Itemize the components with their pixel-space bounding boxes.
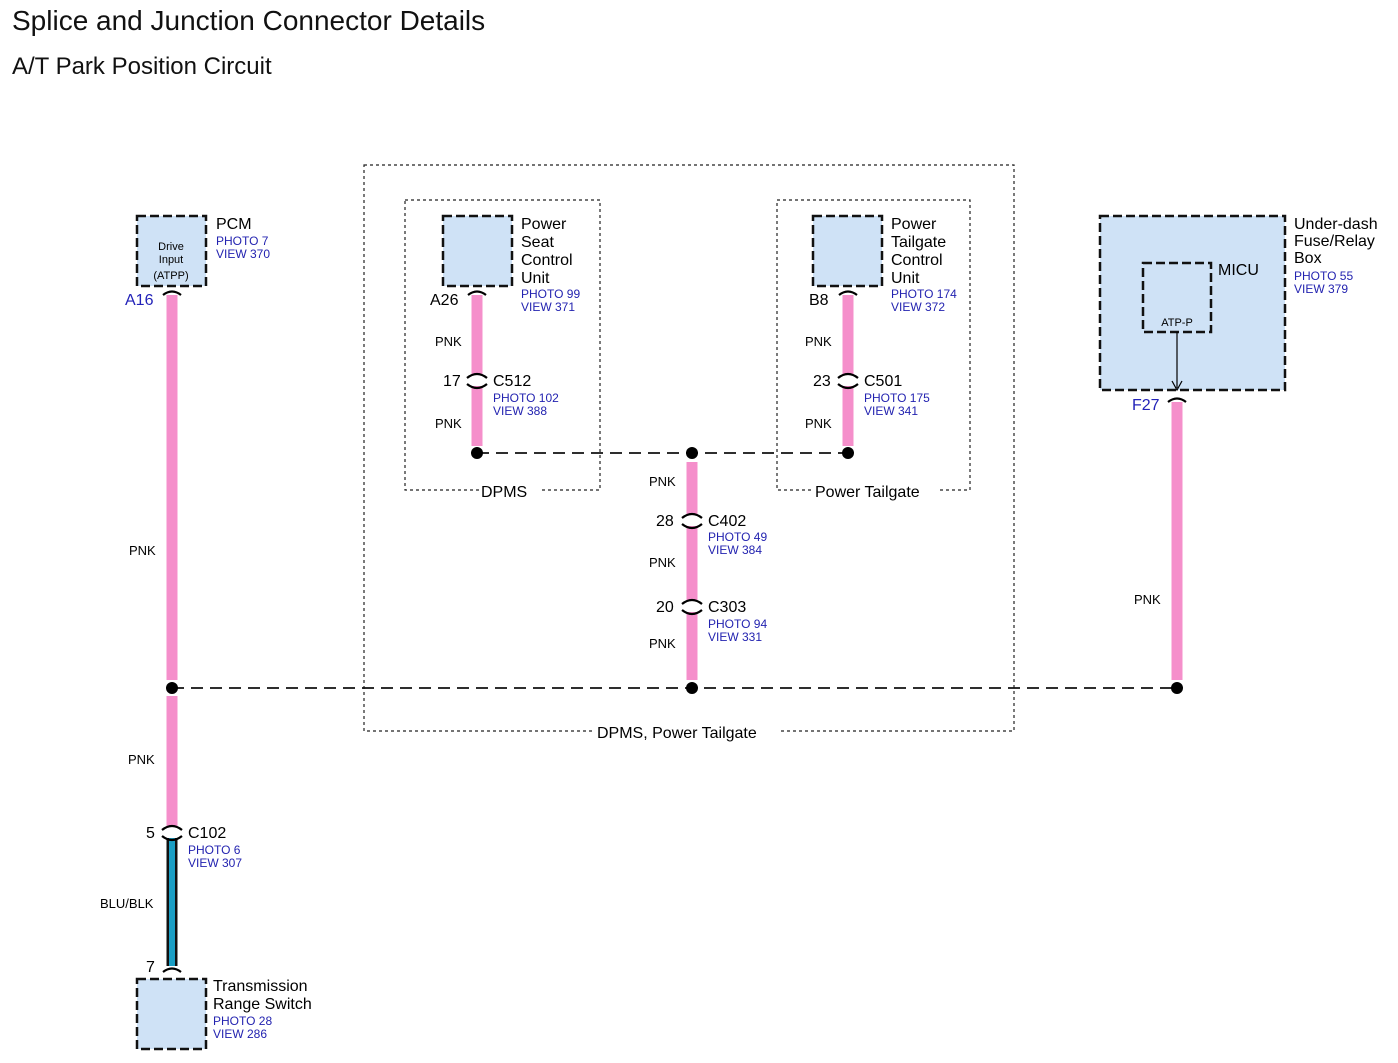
c501-connector-icon	[837, 372, 859, 390]
tailgate-terminal-icon	[838, 290, 858, 296]
svg-text:ATP-P: ATP-P	[1161, 317, 1193, 329]
c102-view-link[interactable]: VIEW 307	[188, 856, 242, 870]
svg-text:Range Switch: Range Switch	[213, 996, 312, 1013]
c402-connector-icon	[681, 512, 703, 530]
splice-dot-left	[166, 682, 178, 694]
tailgate-photo-link[interactable]: PHOTO 174	[891, 287, 957, 301]
micu-box[interactable]	[1141, 261, 1213, 334]
c501-name: C501	[864, 373, 902, 390]
c512-photo-link[interactable]: PHOTO 102	[493, 391, 559, 405]
fusebox-view-link[interactable]: VIEW 379	[1294, 282, 1348, 296]
c512-name: C512	[493, 373, 531, 390]
svg-text:Transmission: Transmission	[213, 978, 308, 995]
trs-terminal-icon	[162, 967, 182, 973]
wire-color-label: PNK	[1134, 592, 1161, 607]
wire-color-label: PNK	[805, 416, 832, 431]
fusebox-terminal-icon	[1167, 397, 1187, 403]
c402-name: C402	[708, 513, 746, 530]
svg-text:Unit: Unit	[891, 270, 920, 287]
pcm-pin: A16	[125, 292, 154, 309]
c303-connector-icon	[681, 598, 703, 616]
trs-photo-link[interactable]: PHOTO 28	[213, 1014, 272, 1028]
svg-text:Under-dash: Under-dash	[1294, 216, 1378, 233]
group-tailgate-label: Power Tailgate	[815, 484, 920, 501]
svg-text:Control: Control	[891, 252, 943, 269]
wire-color-label: PNK	[129, 543, 156, 558]
wire-color-label: PNK	[128, 752, 155, 767]
pcm-photo-link[interactable]: PHOTO 7	[216, 234, 269, 248]
svg-text:23: 23	[813, 373, 831, 390]
wire-color-label: PNK	[649, 474, 676, 489]
micu-name: MICU	[1218, 262, 1259, 279]
svg-text:Seat: Seat	[521, 234, 554, 251]
c512-connector-icon	[466, 372, 488, 390]
wire-color-label: PNK	[435, 334, 462, 349]
svg-text:Fuse/Relay: Fuse/Relay	[1294, 233, 1375, 250]
power-tailgate-box[interactable]	[811, 214, 884, 288]
svg-text:Power: Power	[891, 216, 937, 233]
svg-text:Drive: Drive	[158, 241, 184, 253]
svg-text:20: 20	[656, 599, 674, 616]
splice-dot-seat	[471, 447, 483, 459]
c303-photo-link[interactable]: PHOTO 94	[708, 617, 767, 631]
c102-connector-icon	[161, 824, 183, 842]
fusebox-pin: F27	[1132, 397, 1160, 414]
arrow-icon	[1171, 380, 1183, 392]
svg-text:Box: Box	[1294, 250, 1322, 267]
seat-view-link[interactable]: VIEW 371	[521, 300, 575, 314]
splice-dot-tailgate	[842, 447, 854, 459]
c102-name: C102	[188, 825, 226, 842]
svg-text:5: 5	[146, 825, 155, 842]
group-dpms-label: DPMS	[481, 484, 527, 501]
seat-pin: A26	[430, 292, 459, 309]
svg-text:17: 17	[443, 373, 461, 390]
pcm-terminal-icon	[162, 290, 182, 296]
seat-terminal-icon	[467, 290, 487, 296]
trs-view-link[interactable]: VIEW 286	[213, 1027, 267, 1041]
group-outer-label: DPMS, Power Tailgate	[597, 725, 757, 742]
trs-box[interactable]	[135, 977, 208, 1051]
power-seat-box[interactable]	[441, 214, 514, 288]
c402-photo-link[interactable]: PHOTO 49	[708, 530, 767, 544]
tailgate-pin: B8	[809, 292, 829, 309]
svg-text:Tailgate: Tailgate	[891, 234, 946, 251]
svg-text:Power: Power	[521, 216, 567, 233]
svg-text:(ATPP): (ATPP)	[153, 270, 188, 282]
c512-view-link[interactable]: VIEW 388	[493, 404, 547, 418]
svg-text:7: 7	[146, 959, 155, 976]
seat-photo-link[interactable]: PHOTO 99	[521, 287, 580, 301]
fusebox-photo-link[interactable]: PHOTO 55	[1294, 269, 1353, 283]
wire-color-label: PNK	[649, 636, 676, 651]
tailgate-view-link[interactable]: VIEW 372	[891, 300, 945, 314]
pcm-name: PCM	[216, 216, 252, 233]
pcm-box[interactable]	[135, 214, 208, 288]
splice-dot-center	[686, 682, 698, 694]
c303-view-link[interactable]: VIEW 331	[708, 630, 762, 644]
group-power-tailgate	[776, 199, 971, 491]
svg-text:28: 28	[656, 513, 674, 530]
c501-photo-link[interactable]: PHOTO 175	[864, 391, 930, 405]
c303-name: C303	[708, 599, 746, 616]
group-outer	[363, 164, 1015, 732]
wire-color-label: PNK	[435, 416, 462, 431]
wire-color-label: PNK	[805, 334, 832, 349]
wire-color-label: PNK	[649, 555, 676, 570]
page-title: Splice and Junction Connector Details	[12, 5, 485, 36]
splice-dot-right	[1171, 682, 1183, 694]
c102-photo-link[interactable]: PHOTO 6	[188, 843, 241, 857]
svg-text:Input: Input	[159, 254, 183, 266]
c501-view-link[interactable]: VIEW 341	[864, 404, 918, 418]
pcm-view-link[interactable]: VIEW 370	[216, 247, 270, 261]
c402-view-link[interactable]: VIEW 384	[708, 543, 762, 557]
svg-text:Control: Control	[521, 252, 573, 269]
svg-text:Unit: Unit	[521, 270, 550, 287]
page-subtitle: A/T Park Position Circuit	[12, 53, 272, 80]
wire-color-label: BLU/BLK	[100, 896, 154, 911]
splice-dot-upper-center	[686, 447, 698, 459]
